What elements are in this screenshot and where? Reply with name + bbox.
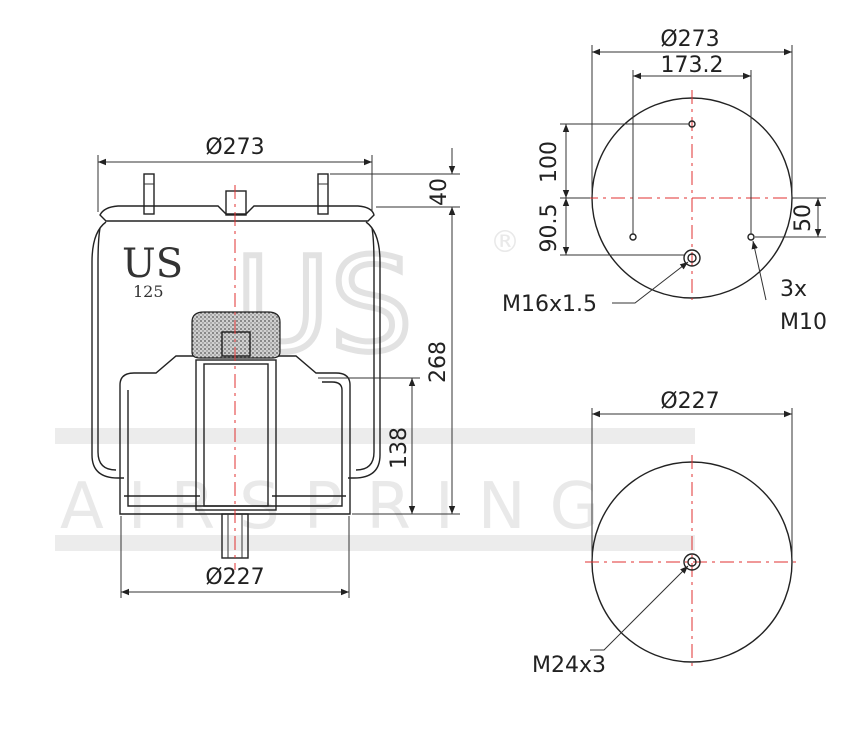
top-stud-left: [143, 173, 155, 215]
label-stud-count: 3x: [780, 277, 807, 302]
piston-inner: [127, 381, 343, 507]
piston-core: [195, 359, 277, 511]
bottom-view: Ø227 M24x3: [532, 389, 800, 678]
top-stud-right: [317, 173, 329, 215]
dim-bottom-view-diameter: Ø227: [660, 389, 719, 414]
dim-bolt-spacing: 173.2: [661, 53, 724, 78]
dim-100: 100: [537, 141, 562, 183]
piston-core-inner: [203, 363, 269, 507]
watermark-text: AIRSPRING: [60, 470, 623, 544]
dim-stud-height: 40: [427, 178, 452, 206]
dim-outer-diameter: Ø273: [660, 27, 719, 52]
top-view: Ø273 173.2 100 90.5 50 M16x1.5 3x M10: [502, 27, 827, 335]
bump-stop: [191, 311, 281, 359]
label-stud-thread: M10: [780, 310, 827, 335]
dim-90-5: 90.5: [537, 204, 562, 253]
bump-stop-core: [221, 331, 251, 357]
dim-50: 50: [791, 204, 816, 232]
bellows-right: [348, 221, 381, 479]
dim-top-diameter: Ø273: [205, 135, 264, 160]
side-view: US 125 Ø273 40 268 138 Ø227: [91, 135, 460, 598]
dim-piston-height: 138: [387, 427, 412, 469]
center-hole-inner: [687, 253, 697, 263]
top-center-nut: [225, 190, 247, 216]
bottom-center-hole-inner: [687, 557, 697, 567]
bellows-right-inner: [355, 227, 375, 471]
label-center-thread: M16x1.5: [502, 292, 597, 317]
top-plate: [99, 205, 375, 222]
watermark-bar-bottom: [55, 535, 695, 551]
bellows-left-inner: [97, 227, 117, 471]
piston-outline: [119, 355, 351, 515]
registered-mark: ®: [490, 225, 520, 260]
watermark-bar-top: [55, 428, 695, 444]
dim-bottom-diameter: Ø227: [205, 565, 264, 590]
stud-hole-right: [747, 233, 755, 241]
bellows-left: [91, 221, 124, 479]
leader-stud-thread: [751, 240, 767, 301]
watermark: US AIRSPRING ®: [55, 225, 695, 551]
stud-hole-left: [629, 233, 637, 241]
bottom-center-hole-outer: [683, 553, 701, 571]
leader-bottom-thread: [590, 565, 689, 651]
dim-overall-height: 268: [426, 341, 451, 383]
model-number: 125: [133, 282, 164, 301]
label-bottom-thread: M24x3: [532, 653, 606, 678]
brand-logo: US: [122, 241, 183, 287]
leader-center-thread: [612, 261, 689, 304]
center-hole-outer: [683, 249, 701, 267]
